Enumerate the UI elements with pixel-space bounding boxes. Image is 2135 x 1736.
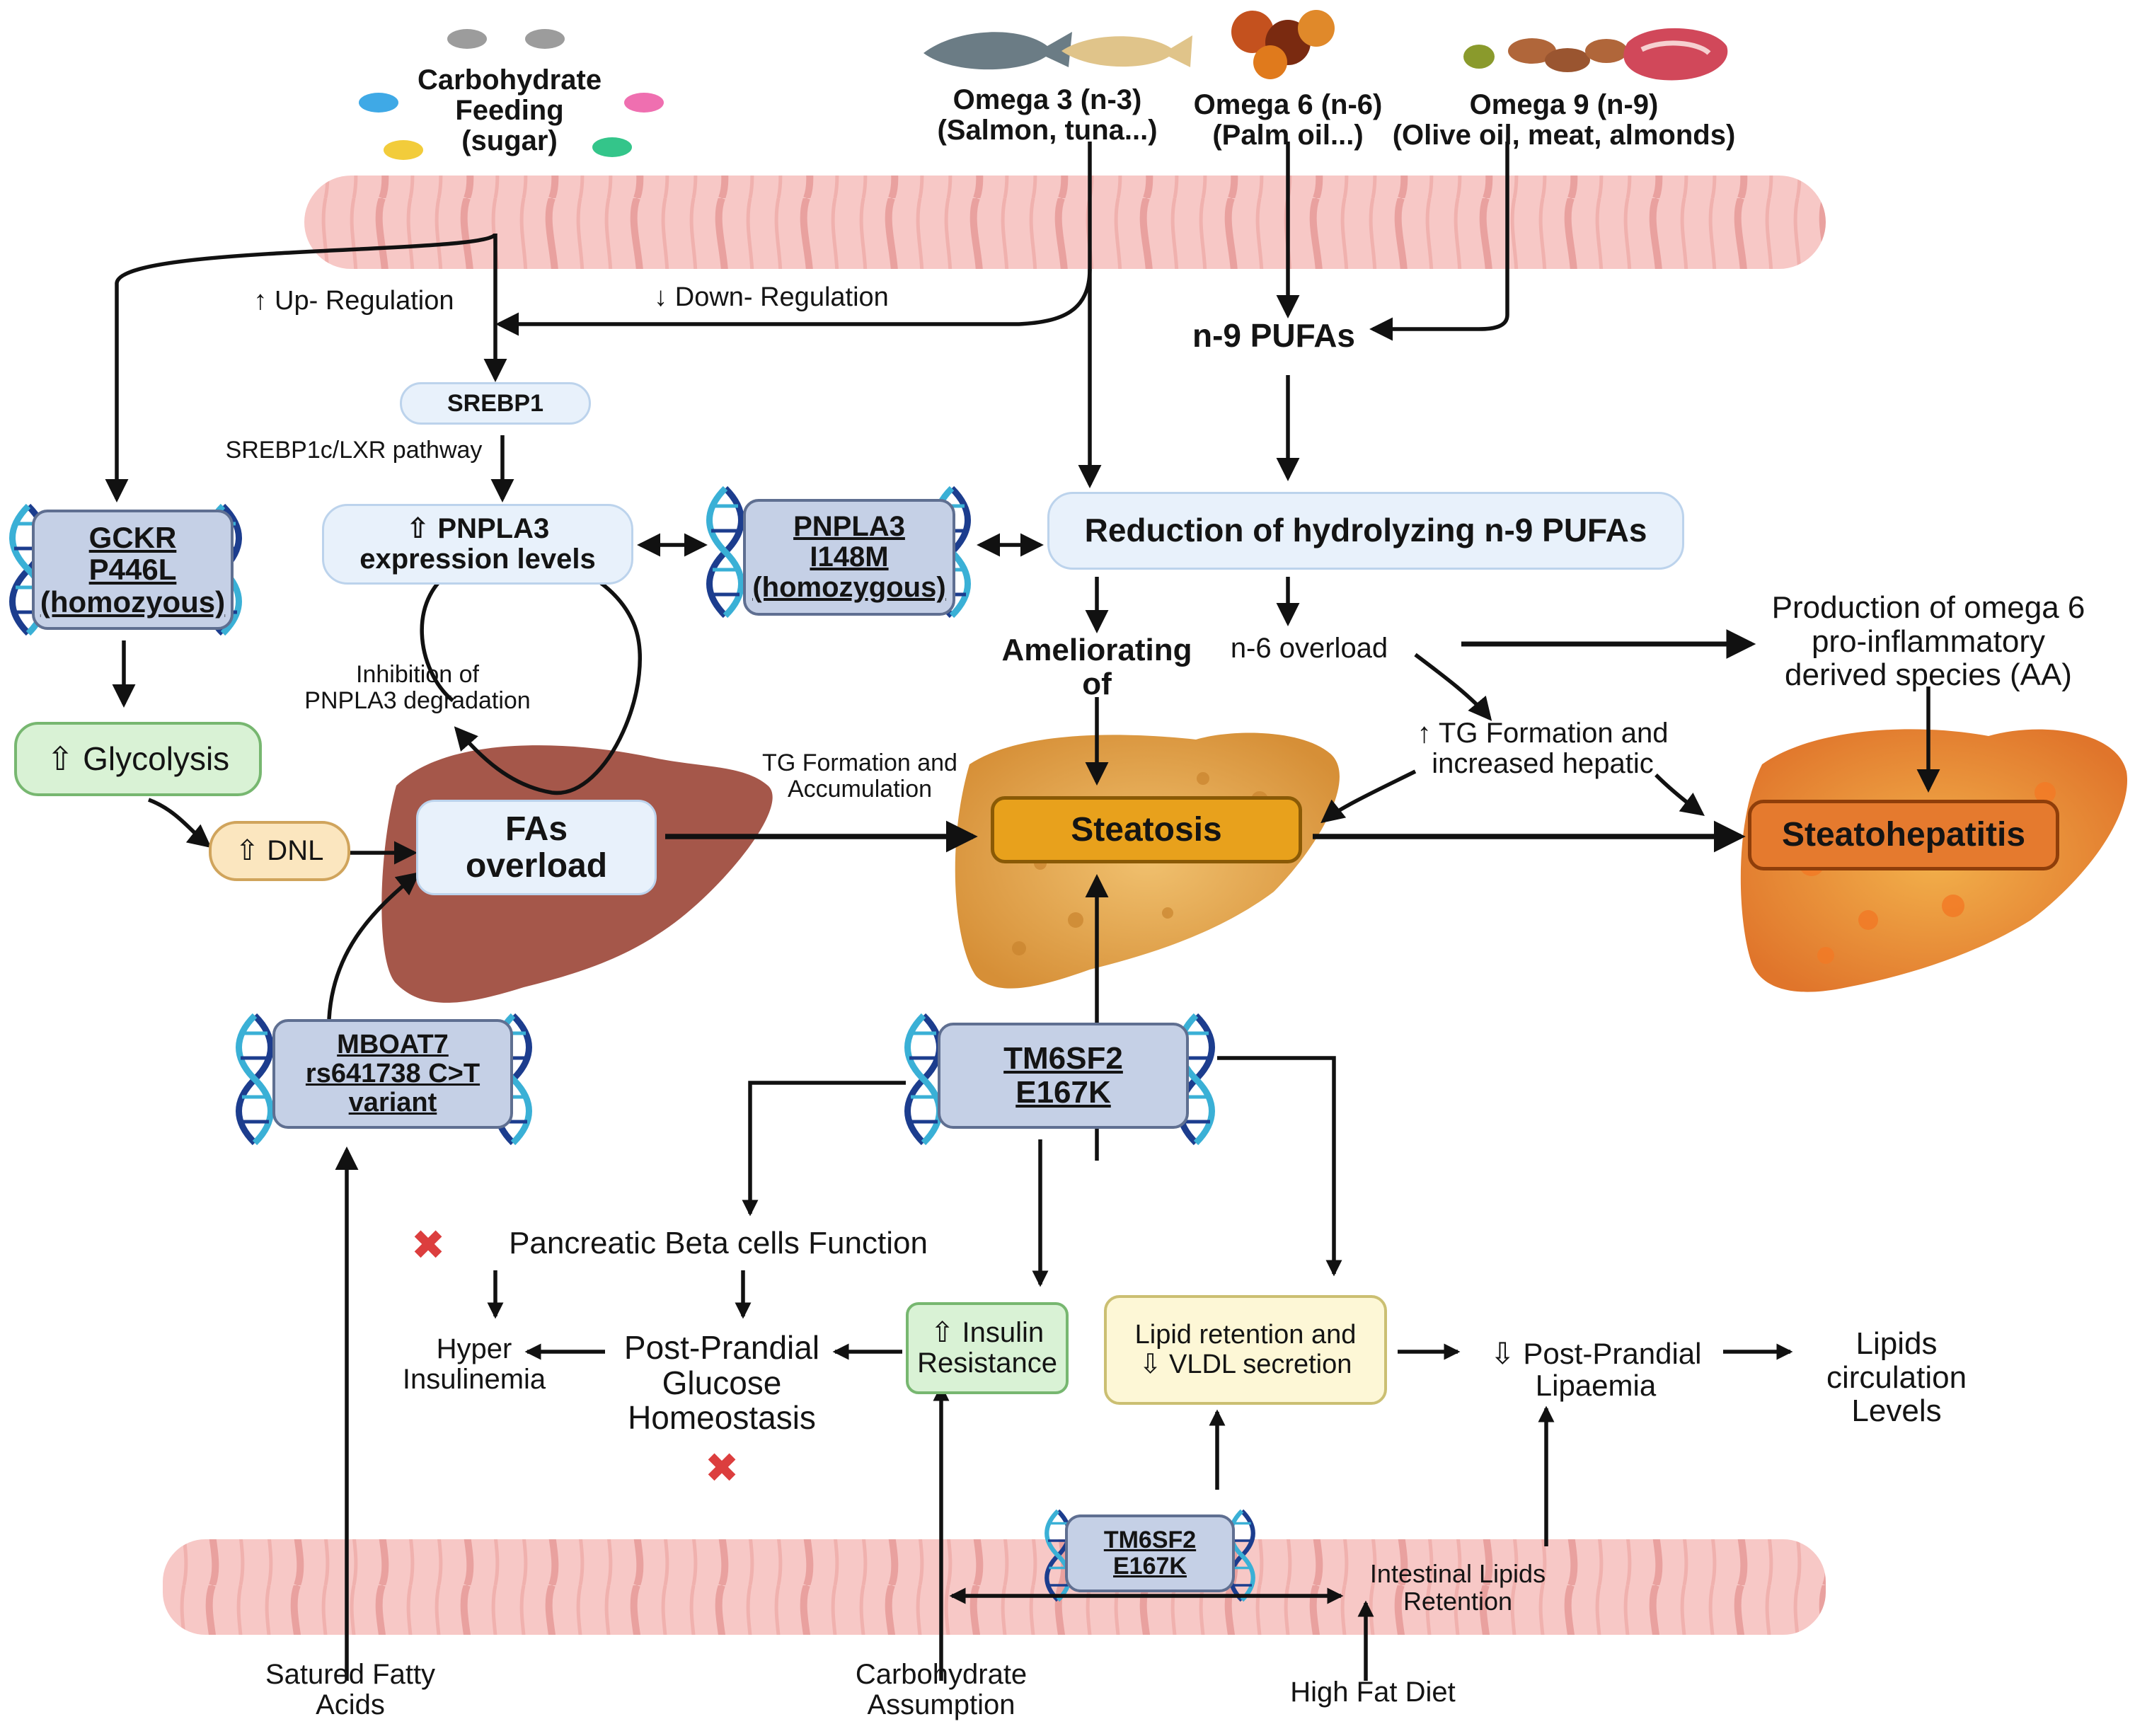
pancreatic-beta-cells-label: Pancreatic Beta cells Function [509, 1226, 928, 1260]
palm-fruit-icon [1231, 10, 1335, 79]
glucose-x-mark: ✖ [704, 1445, 740, 1491]
gene-gckr-box: GCKR P446L (homozyous) [32, 510, 234, 630]
meat-icon [1623, 28, 1728, 81]
steatosis-box: Steatosis [991, 796, 1302, 863]
gene-pnpla3-box: PNPLA3 I148M (homozygous) [743, 499, 955, 616]
tg-hepatic-label: ↑ TG Formation and increased hepatic [1417, 718, 1669, 780]
srebp1-box: SREBP1 [400, 382, 591, 425]
n6-overload-label: n-6 overload [1230, 633, 1388, 664]
down-regulation-label: ↓ Down- Regulation [654, 282, 889, 312]
gene-tm6sf2-gut-box: TM6SF2 E167K [1065, 1514, 1235, 1592]
inhibition-pnpla3-label: Inhibition of PNPLA3 degradation [304, 661, 531, 714]
arrows [105, 142, 1940, 1681]
lipid-retention-box: Lipid retention and ⇩ VLDL secretion [1104, 1295, 1387, 1405]
omega9-label: Omega 9 (n-9) (Olive oil, meat, almonds) [1392, 89, 1736, 151]
ameliorating-label: Ameliorating of [1001, 633, 1192, 701]
glycolysis-box: ⇧ Glycolysis [14, 722, 262, 796]
omega3-label: Omega 3 (n-3) (Salmon, tuna...) [937, 84, 1158, 146]
pnpla3-expression-box: ⇧ PNPLA3 expression levels [322, 504, 633, 585]
carbohydrate-assumption-label: Carbohydrate Assumption [855, 1659, 1028, 1721]
fas-overload-box: FAs overload [416, 800, 657, 895]
olive-icon [1463, 45, 1495, 69]
high-fat-diet-label: High Fat Diet [1290, 1677, 1456, 1708]
carbohydrate-feeding-label: Carbohydrate Feeding (sugar) [418, 64, 602, 157]
lipids-circulation-label: Lipids circulation Levels [1826, 1326, 1967, 1429]
postprandial-lipaemia-label: ⇩ Post-Prandial Lipaemia [1490, 1337, 1702, 1403]
postprandial-glucose-label: Post-Prandial Glucose Homeostasis [623, 1329, 820, 1437]
fish-icon [923, 32, 1192, 70]
srebp1c-lxr-pathway-label: SREBP1c/LXR pathway [225, 437, 483, 464]
almond-icon [1508, 38, 1628, 72]
up-regulation-label: ↑ Up- Regulation [253, 286, 454, 316]
tg-accumulation-label: TG Formation and Accumulation [762, 749, 957, 803]
candy-icon [359, 29, 664, 160]
steatohepatitis-box: Steatohepatitis [1748, 800, 2059, 870]
beta-cell-x-mark: ✖ [410, 1222, 446, 1268]
gene-mboat7-box: MBOAT7 rs641738 C>T variant [272, 1019, 513, 1129]
omega6-label: Omega 6 (n-6) (Palm oil...) [1193, 89, 1383, 151]
dnl-box: ⇧ DNL [209, 821, 350, 881]
intestine-bottom-band [163, 1539, 1826, 1635]
satured-fatty-acids-label: Satured Fatty Acids [265, 1659, 436, 1721]
omega6-production-label: Production of omega 6 pro-inflammatory d… [1771, 590, 2085, 693]
insulin-resistance-box: ⇧ Insulin Resistance [906, 1302, 1069, 1394]
intestine-top-band [304, 176, 1826, 269]
intestinal-lipids-retention-label: Intestinal Lipids Retention [1369, 1559, 1546, 1616]
gene-tm6sf2-box: TM6SF2 E167K [938, 1023, 1189, 1129]
reduction-hydrolyzing-box: Reduction of hydrolyzing n-9 PUFAs [1047, 492, 1684, 570]
hyperinsulinemia-label: Hyper Insulinemia [402, 1333, 546, 1396]
n9-pufas-label: n-9 PUFAs [1192, 317, 1356, 354]
